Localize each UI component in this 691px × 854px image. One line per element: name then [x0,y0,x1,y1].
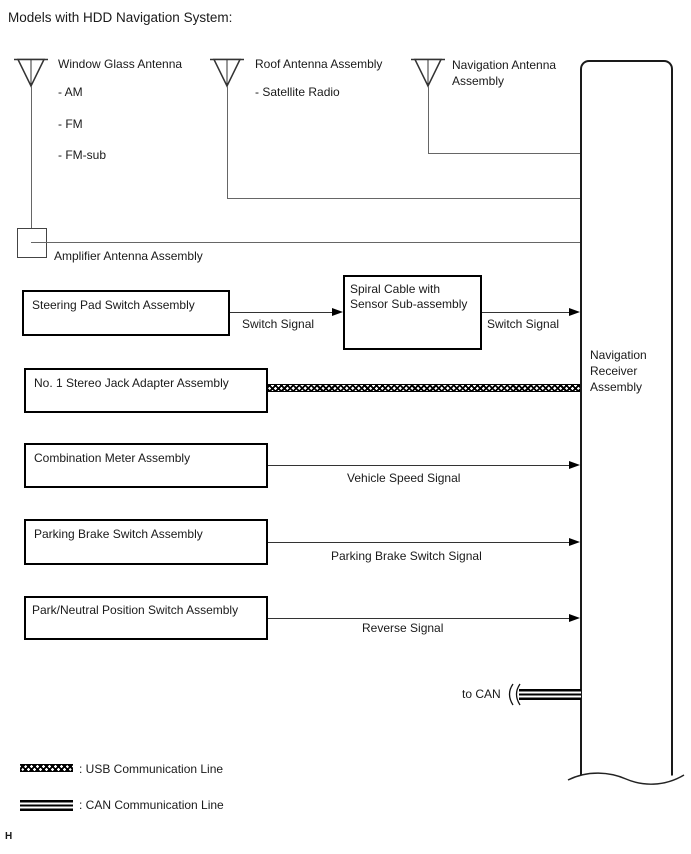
to-can-label: to CAN [462,687,501,701]
window-antenna-label: Window Glass Antenna [58,57,183,71]
steering-pad-switch-label: Steering Pad Switch Assembly [32,298,195,312]
arrowhead-parking-brake [569,537,580,546]
window-antenna-item-fmsub: - FM-sub [58,148,106,162]
window-antenna-item-fm: - FM [58,117,83,131]
reverse-signal-line [268,617,570,619]
amplifier-antenna-box [17,228,47,258]
roof-antenna-line-horizontal [226,197,581,199]
arrowhead-vehicle-speed [569,460,580,469]
switch-signal-line-1 [230,312,334,313]
parking-brake-line [268,541,570,543]
stereo-jack-adapter-box: No. 1 Stereo Jack Adapter Assembly [24,368,268,413]
vehicle-speed-line [268,464,570,466]
navigation-receiver-label: Navigation Receiver Assembly [590,348,647,394]
usb-communication-line [268,384,580,392]
roof-antenna-line-vertical [226,86,228,198]
amplifier-antenna-label: Amplifier Antenna Assembly [54,249,203,263]
arrowhead-switch-signal-2 [569,307,580,316]
window-antenna-item-am: - AM [58,85,83,99]
reverse-signal-label: Reverse Signal [362,621,444,635]
page-title: Models with HDD Navigation System: [8,10,233,25]
legend-can-label: : CAN Communication Line [79,798,224,812]
spiral-cable-box: Spiral Cable with Sensor Sub-assembly [343,275,482,350]
cable-break-icon [508,683,521,706]
combination-meter-label: Combination Meter Assembly [34,451,191,465]
roof-antenna-label: Roof Antenna Assembly [255,57,383,71]
parking-brake-signal-label: Parking Brake Switch Signal [331,549,482,563]
park-neutral-switch-box: Park/Neutral Position Switch Assembly [24,596,268,640]
navigation-receiver-box [580,60,673,778]
window-antenna-line [30,86,32,228]
can-communication-line [519,689,581,700]
legend-usb-label: : USB Communication Line [79,762,224,776]
switch-signal-label-2: Switch Signal [487,317,560,331]
navigation-antenna-icon [411,58,445,88]
steering-pad-switch-box: Steering Pad Switch Assembly [22,290,230,336]
roof-antenna-icon [210,58,244,88]
vehicle-speed-label: Vehicle Speed Signal [347,471,461,485]
receiver-break-wave [566,772,686,792]
legend-usb-swatch [20,764,73,772]
arrowhead-switch-signal-1 [332,308,343,316]
roof-antenna-item-satellite: - Satellite Radio [255,85,340,99]
spiral-cable-label: Spiral Cable with Sensor Sub-assembly [350,282,468,311]
navigation-antenna-label: Navigation Antenna Assembly [452,58,557,88]
parking-brake-switch-label: Parking Brake Switch Assembly [34,527,203,541]
switch-signal-line-2 [482,311,570,313]
parking-brake-switch-box: Parking Brake Switch Assembly [24,519,268,565]
navigation-antenna-line-horizontal [427,152,581,154]
navigation-antenna-line-vertical [427,86,429,153]
combination-meter-box: Combination Meter Assembly [24,443,268,488]
switch-signal-label-1: Switch Signal [242,317,315,331]
arrowhead-reverse-signal [569,613,580,622]
park-neutral-switch-label: Park/Neutral Position Switch Assembly [32,603,239,617]
amplifier-antenna-line [31,241,580,243]
window-glass-antenna-icon [14,58,48,88]
legend-can-swatch [20,800,73,811]
stereo-jack-adapter-label: No. 1 Stereo Jack Adapter Assembly [34,376,229,390]
page-footer-mark: H [5,831,13,842]
